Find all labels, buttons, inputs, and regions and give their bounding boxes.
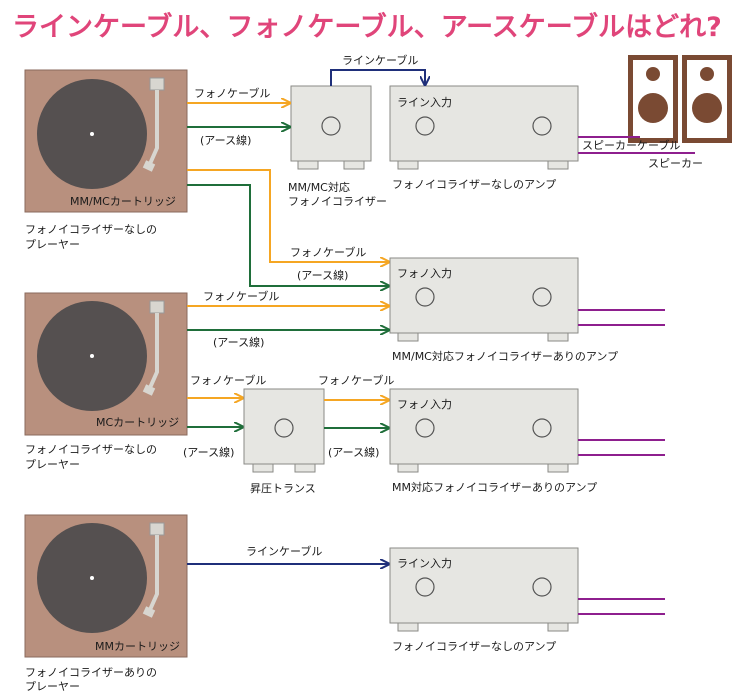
phono-cable-1-to-amp-2 (187, 169, 388, 262)
amp-2-caption: MM/MC対応フォノイコライザーありのアンプ (392, 349, 618, 363)
phono-cable-label-2b: フォノケーブル (190, 373, 266, 387)
amp-4-input-label: ライン入力 (397, 557, 452, 570)
earth-wire-1-to-amp-2 (187, 184, 388, 286)
player-label-3b: プレーヤー (25, 680, 80, 693)
earth-wire-label-3: (アース線) (328, 445, 379, 459)
phono-cable-label-3: フォノケーブル (318, 373, 394, 387)
phono-eq-label-b: フォノイコライザー (288, 195, 387, 208)
line-cable-label-4: ラインケーブル (246, 544, 322, 558)
phono-equalizer-device (290, 85, 372, 170)
amp-1 (389, 85, 579, 170)
player-label-2b: プレーヤー (25, 458, 80, 471)
line-cable-label-1: ラインケーブル (342, 53, 418, 67)
speaker-left (628, 55, 678, 143)
amp-1-caption: フォノイコライザーなしのアンプ (392, 178, 556, 191)
amp-3-caption: MM対応フォノイコライザーありのアンプ (392, 480, 597, 494)
speaker-label: スピーカー (648, 157, 703, 170)
player-label-1b: プレーヤー (25, 238, 80, 251)
cartridge-label-2: MCカートリッジ (96, 416, 179, 429)
earth-wire-label-2: (アース線) (213, 335, 264, 349)
turntable-1 (24, 69, 188, 213)
earth-wire-label-1: (アース線) (200, 133, 251, 147)
cartridge-label-1: MM/MCカートリッジ (70, 195, 176, 208)
amp-3-input-label: フォノ入力 (397, 398, 452, 411)
amp-4-caption: フォノイコライザーなしのアンプ (392, 640, 556, 653)
diagram-title: ラインケーブル、フォノケーブル、アースケーブルはどれ? (12, 11, 722, 43)
amp-1-input-label: ライン入力 (397, 96, 452, 109)
step-up-transformer (243, 388, 325, 473)
line-cable-1 (330, 69, 425, 86)
phono-cable-label-1: フォノケーブル (194, 86, 270, 100)
transformer-label: 昇圧トランス (250, 482, 316, 495)
turntable-2 (24, 292, 188, 436)
earth-wire-label-2b: (アース線) (183, 445, 234, 459)
phono-cable-label-1b: フォノケーブル (290, 245, 366, 259)
amp-4 (389, 547, 579, 632)
cartridge-label-3: MMカートリッジ (95, 640, 180, 653)
player-label-3a: フォノイコライザーありの (25, 666, 157, 679)
player-label-2a: フォノイコライザーなしの (25, 443, 157, 456)
amp-3 (389, 388, 579, 473)
amp-2 (389, 257, 579, 342)
phono-cable-label-2: フォノケーブル (203, 289, 279, 303)
amp-2-input-label: フォノ入力 (397, 267, 452, 280)
player-label-1a: フォノイコライザーなしの (25, 223, 157, 236)
earth-wire-label-1b: (アース線) (297, 268, 348, 282)
speaker-right (682, 55, 732, 143)
phono-eq-label-a: MM/MC対応 (288, 180, 350, 194)
speaker-cable-label: スピーカーケーブル (582, 138, 680, 152)
turntable-3 (24, 514, 188, 658)
